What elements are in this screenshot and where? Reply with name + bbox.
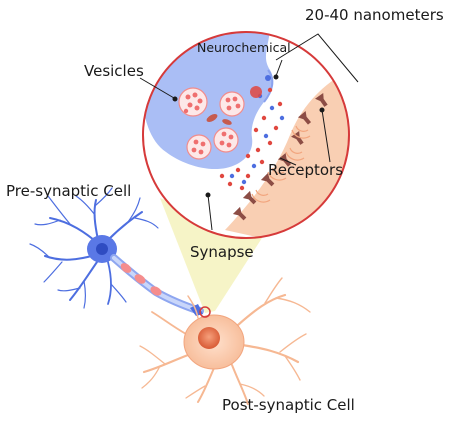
synapse-contact-marker (199, 306, 211, 318)
vesicles-label: Vesicles (84, 62, 144, 80)
presynaptic-terminal (143, 32, 273, 169)
postsynaptic-dendrites (139, 277, 311, 405)
vesicles-cluster (178, 87, 245, 160)
postsynaptic-nucleus (198, 327, 220, 349)
neurochemical-label: Neurochemical (197, 40, 291, 55)
postsynaptic-cell-label: Post-synaptic Cell (222, 396, 355, 414)
magnifier-ring (142, 31, 350, 239)
presynaptic-axon (110, 254, 204, 316)
receptor-signals (251, 125, 311, 203)
presynaptic-nucleus (96, 243, 108, 255)
distance-label: 20-40 nanometers (305, 6, 444, 24)
synapse-label: Synapse (190, 243, 254, 261)
presynaptic-dendrites (29, 187, 159, 309)
callout-lines (139, 33, 359, 231)
receptors-label: Receptors (268, 161, 344, 179)
presynaptic-cell-label: Pre-synaptic Cell (6, 182, 132, 200)
magnification-cone (160, 198, 262, 313)
